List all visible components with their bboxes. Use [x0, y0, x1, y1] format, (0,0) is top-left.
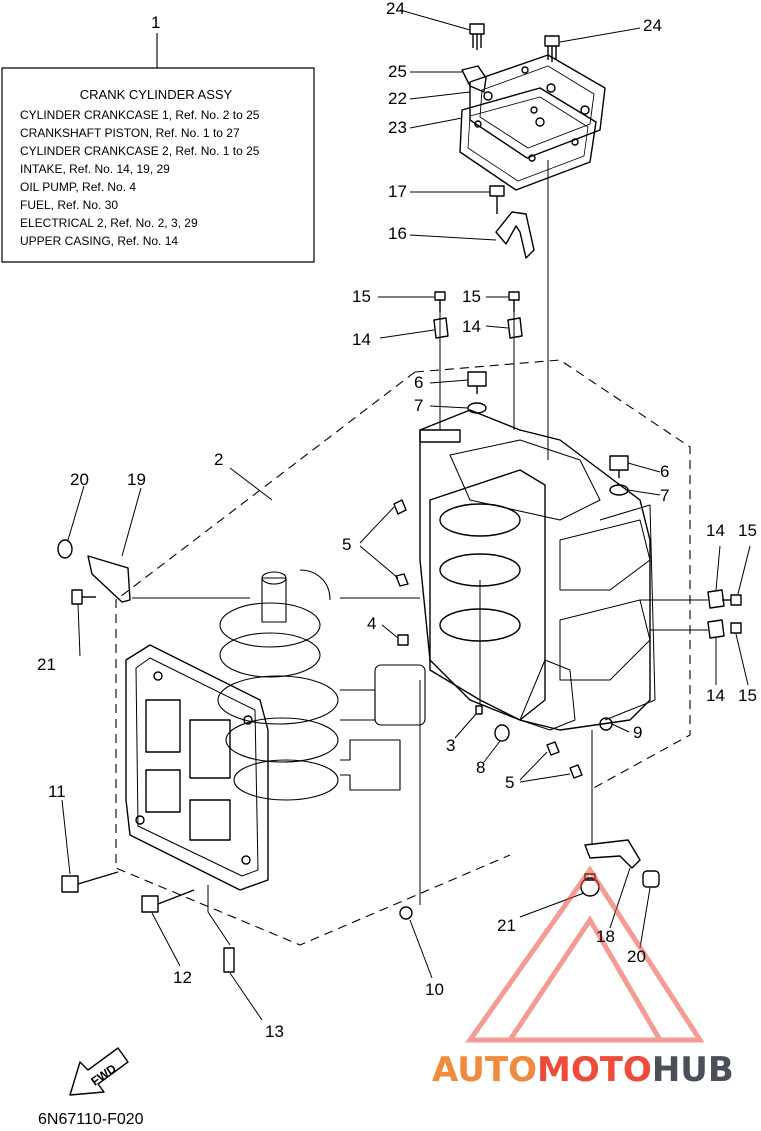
info-box-line: UPPER CASING, Ref. No. 14 — [20, 234, 179, 248]
watermark-hub: HUB — [651, 1050, 734, 1090]
part-20-left — [57, 539, 73, 559]
callout-9: 9 — [633, 723, 643, 742]
callout-2: 2 — [214, 450, 224, 469]
crankcase-cover — [125, 644, 269, 891]
info-box-title: CRANK CYLINDER ASSY — [79, 87, 233, 102]
part-19 — [87, 555, 131, 603]
bolt-15-top-right — [508, 291, 520, 312]
callout-18: 18 — [596, 927, 615, 946]
callout-8: 8 — [476, 758, 486, 777]
part-3 — [475, 705, 483, 715]
exhaust-cover — [469, 54, 606, 159]
callout-7: 7 — [660, 486, 670, 505]
bracket-25 — [461, 65, 487, 93]
callout-24: 24 — [386, 0, 405, 18]
callout-3: 3 — [446, 736, 456, 755]
callout-19: 19 — [127, 470, 146, 489]
bolt-24-left — [469, 23, 485, 50]
callout-6: 6 — [414, 373, 424, 392]
callout-21: 21 — [497, 916, 516, 935]
plate-14-top-left — [433, 317, 449, 339]
bolt-17 — [489, 185, 505, 214]
plate-14-side-upper — [707, 589, 725, 609]
figure-code: 6N67110-F020 — [38, 1111, 144, 1128]
callout-10: 10 — [425, 980, 444, 999]
callout-7: 7 — [414, 396, 424, 415]
bolt-6-right — [609, 455, 629, 478]
stud-13 — [223, 947, 235, 973]
part-20-right — [642, 870, 660, 888]
bolt-6-left — [467, 371, 487, 394]
callout-14: 14 — [352, 330, 371, 349]
washer-7-right — [609, 484, 629, 496]
bolt-15-top-left — [434, 291, 446, 312]
bolt-12 — [141, 889, 195, 913]
part-8 — [494, 724, 510, 742]
callout-5: 5 — [505, 773, 515, 792]
info-box-line: CRANKSHAFT PISTON, Ref. No. 1 to 27 — [20, 126, 240, 140]
callout-20: 20 — [70, 470, 89, 489]
callout-1: 1 — [151, 13, 161, 32]
bolt-11 — [61, 871, 119, 893]
callout-4: 4 — [367, 614, 377, 633]
callout-15: 15 — [738, 686, 757, 705]
info-box-line: FUEL, Ref. No. 30 — [20, 198, 119, 212]
callout-12: 12 — [173, 968, 192, 987]
plate-14-top-right — [507, 317, 523, 339]
callout-5: 5 — [342, 535, 352, 554]
clamp-16 — [495, 211, 535, 259]
callout-24: 24 — [643, 16, 662, 35]
fitting-5-lower — [546, 741, 583, 779]
callout-16: 16 — [388, 224, 407, 243]
leader-lines — [61, 9, 751, 1021]
info-box-line: CYLINDER CRANKCASE 2, Ref. No. 1 to 25 — [20, 144, 260, 158]
info-box-line: OIL PUMP, Ref. No. 4 — [20, 180, 137, 194]
callout-25: 25 — [388, 62, 407, 81]
crankshaft — [217, 569, 426, 801]
callout-13: 13 — [265, 1022, 284, 1041]
bracket-18 — [584, 839, 641, 869]
callout-21: 21 — [37, 655, 56, 674]
callout-15: 15 — [738, 521, 757, 540]
callout-20: 20 — [627, 947, 646, 966]
callout-22: 22 — [388, 89, 407, 108]
watermark-auto: AUTO — [432, 1050, 537, 1090]
callout-14: 14 — [706, 521, 725, 540]
exhaust-gasket — [459, 87, 597, 191]
bolt-15-side-upper — [722, 594, 742, 606]
info-box-line: CYLINDER CRANKCASE 1, Ref. No. 2 to 25 — [20, 108, 260, 122]
callout-23: 23 — [388, 118, 407, 137]
bolt-4 — [397, 634, 409, 646]
fitting-5-upper — [393, 499, 409, 587]
info-box-line: INTAKE, Ref. No. 14, 19, 29 — [20, 162, 170, 176]
watermark-logo — [465, 865, 705, 1043]
callout-11: 11 — [48, 782, 66, 801]
callout-17: 17 — [388, 182, 407, 201]
assembly-outline — [115, 359, 691, 946]
watermark-moto: MOTO — [536, 1050, 652, 1090]
callout-15: 15 — [352, 287, 371, 306]
callout-6: 6 — [660, 462, 670, 481]
callout-14: 14 — [462, 317, 481, 336]
watermark-text: AUTOMOTOHUB — [432, 1050, 734, 1090]
part-10 — [399, 906, 413, 920]
callout-15: 15 — [462, 287, 481, 306]
info-box — [1, 67, 315, 263]
bolt-24-right — [544, 35, 560, 62]
washer-7-left — [467, 402, 487, 414]
bolt-15-side-lower — [730, 622, 742, 634]
plate-14-side-lower — [707, 619, 725, 639]
bolt-21-left — [71, 589, 96, 605]
callout-14: 14 — [706, 686, 725, 705]
cylinder-crankcase — [419, 409, 656, 731]
fwd-arrow — [69, 1047, 129, 1096]
info-box-line: ELECTRICAL 2, Ref. No. 2, 3, 29 — [20, 216, 198, 230]
